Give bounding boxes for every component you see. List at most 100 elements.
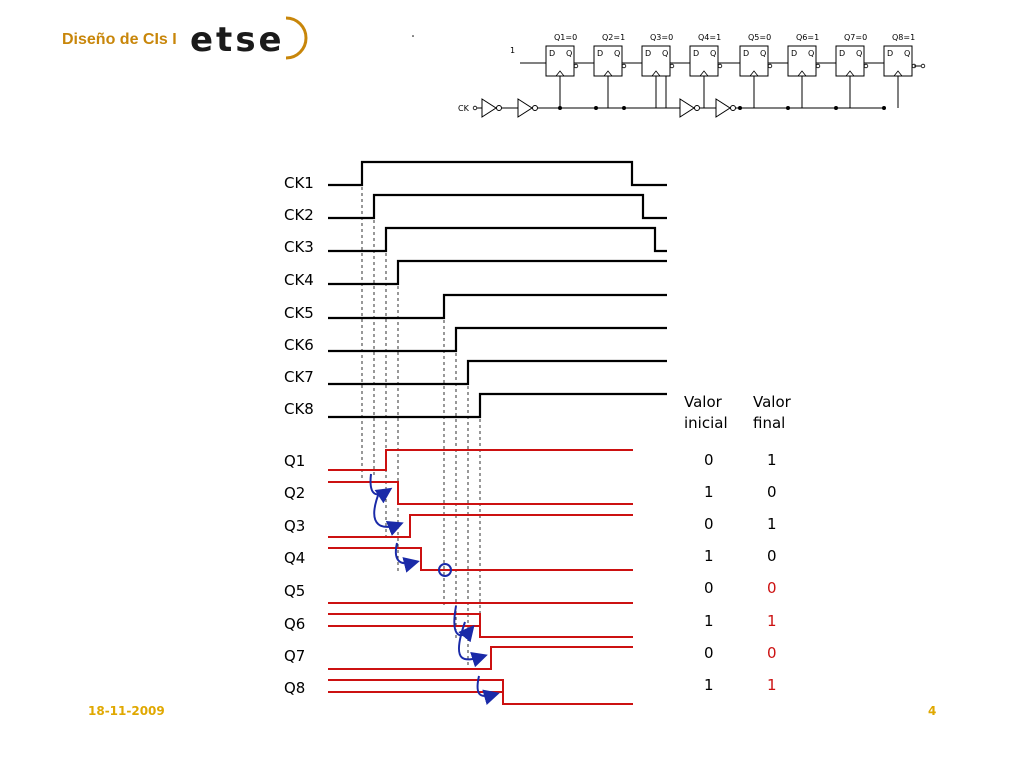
final-value: 0 bbox=[767, 644, 777, 662]
footer-date: 18-11-2009 bbox=[88, 704, 165, 718]
stray-dot bbox=[412, 35, 414, 37]
table-header-initial: Valor bbox=[684, 393, 723, 411]
table-header-final: final bbox=[753, 414, 785, 432]
q-waveform bbox=[328, 613, 633, 638]
inverter-bubble bbox=[532, 105, 538, 111]
initial-value: 0 bbox=[704, 579, 714, 597]
clock-waveform bbox=[328, 359, 667, 386]
initial-value: 0 bbox=[704, 515, 714, 533]
q-signal-label: Q6 bbox=[284, 615, 305, 633]
inverter-gate bbox=[679, 98, 695, 118]
initial-value: 0 bbox=[704, 644, 714, 662]
inverter-gate bbox=[481, 98, 497, 118]
clock-waveform bbox=[328, 226, 667, 253]
clock-signal-label: CK4 bbox=[284, 271, 314, 289]
race-marker-circle bbox=[438, 563, 452, 577]
flipflop-state-label: Q8=1 bbox=[892, 33, 915, 42]
final-value: 1 bbox=[767, 451, 777, 469]
q-signal-label: Q4 bbox=[284, 549, 305, 567]
inverter-gate bbox=[517, 98, 533, 118]
initial-value: 0 bbox=[704, 451, 714, 469]
flipflop-d-label: D bbox=[791, 49, 797, 58]
clock-junction-dot bbox=[594, 106, 598, 110]
table-header-final: Valor bbox=[753, 393, 792, 411]
footer-page-number: 4 bbox=[928, 704, 937, 718]
flipflop-d-label: D bbox=[839, 49, 845, 58]
flipflop-state-label: Q3=0 bbox=[650, 33, 673, 42]
clock-signal-label: CK2 bbox=[284, 206, 314, 224]
q-waveform bbox=[328, 547, 633, 571]
flipflop-d-label: D bbox=[597, 49, 603, 58]
inverter-gate bbox=[715, 98, 731, 118]
clock-junction-dot bbox=[622, 106, 626, 110]
flipflop-clock-triangle bbox=[845, 70, 855, 77]
clock-junction-dot bbox=[882, 106, 886, 110]
inverter-bubble bbox=[496, 105, 502, 111]
flipflop-q-label: Q bbox=[760, 49, 766, 58]
flipflop-output-bubble bbox=[815, 63, 821, 69]
q-waveform bbox=[328, 646, 633, 670]
clock-waveform bbox=[328, 259, 667, 286]
causality-arrow bbox=[369, 473, 393, 504]
clock-signal-label: CK7 bbox=[284, 368, 314, 386]
flipflop-d-label: D bbox=[743, 49, 749, 58]
input-label: 1 bbox=[510, 46, 515, 55]
flipflop-state-label: Q1=0 bbox=[554, 33, 577, 42]
q-signal-label: Q5 bbox=[284, 582, 305, 600]
flipflop-d-label: D bbox=[549, 49, 555, 58]
causality-arrow bbox=[453, 605, 475, 643]
clock-waveform bbox=[328, 293, 667, 320]
final-value: 1 bbox=[767, 676, 777, 694]
causality-arrow bbox=[476, 675, 500, 705]
clock-signal-label: CK8 bbox=[284, 400, 314, 418]
q-waveform bbox=[328, 481, 633, 505]
table-header-initial: inicial bbox=[684, 414, 728, 432]
final-value: 1 bbox=[767, 612, 777, 630]
clock-signal-label: CK3 bbox=[284, 238, 314, 256]
flipflop-clock-triangle bbox=[651, 70, 661, 77]
q-signal-label: Q1 bbox=[284, 452, 305, 470]
inverter-bubble bbox=[694, 105, 700, 111]
flipflop-q-label: Q bbox=[614, 49, 620, 58]
q-signal-label: Q8 bbox=[284, 679, 305, 697]
flipflop-d-label: D bbox=[645, 49, 651, 58]
clock-junction-dot bbox=[786, 106, 790, 110]
causality-arrow bbox=[458, 621, 488, 668]
flipflop-d-label: D bbox=[887, 49, 893, 58]
clock-junction-dot bbox=[558, 106, 562, 110]
flipflop-d-label: D bbox=[693, 49, 699, 58]
flipflop-clock-triangle bbox=[699, 70, 709, 77]
clock-waveform bbox=[328, 392, 667, 419]
flipflop-q-label: Q bbox=[808, 49, 814, 58]
initial-value: 1 bbox=[704, 547, 714, 565]
flipflop-q-label: Q bbox=[856, 49, 862, 58]
q-signal-label: Q7 bbox=[284, 647, 305, 665]
etse-logo: etse bbox=[190, 16, 308, 60]
logo-text: etse bbox=[190, 20, 285, 60]
causality-arrow bbox=[394, 542, 420, 573]
clock-signal-label: CK1 bbox=[284, 174, 314, 192]
flipflop-clock-triangle bbox=[749, 70, 759, 77]
flipflop-state-label: Q5=0 bbox=[748, 33, 771, 42]
flipflop-output-bubble bbox=[621, 63, 627, 69]
flipflop-output-bubble bbox=[863, 63, 869, 69]
flipflop-output-bubble bbox=[669, 63, 675, 69]
flipflop-clock-triangle bbox=[797, 70, 807, 77]
flipflop-q-label: Q bbox=[566, 49, 572, 58]
inverter-bubble bbox=[730, 105, 736, 111]
q-signal-label: Q3 bbox=[284, 517, 305, 535]
flipflop-state-label: Q2=1 bbox=[602, 33, 625, 42]
clock-waveform bbox=[328, 193, 667, 220]
flipflop-clock-triangle bbox=[893, 70, 903, 77]
clock-signal-label: CK6 bbox=[284, 336, 314, 354]
initial-value: 1 bbox=[704, 676, 714, 694]
flipflop-q-label: Q bbox=[904, 49, 910, 58]
flipflop-state-label: Q6=1 bbox=[796, 33, 819, 42]
clock-waveform bbox=[328, 326, 667, 353]
output-terminal bbox=[920, 63, 926, 69]
flipflop-clock-triangle bbox=[603, 70, 613, 77]
clock-label: CK bbox=[458, 104, 470, 113]
